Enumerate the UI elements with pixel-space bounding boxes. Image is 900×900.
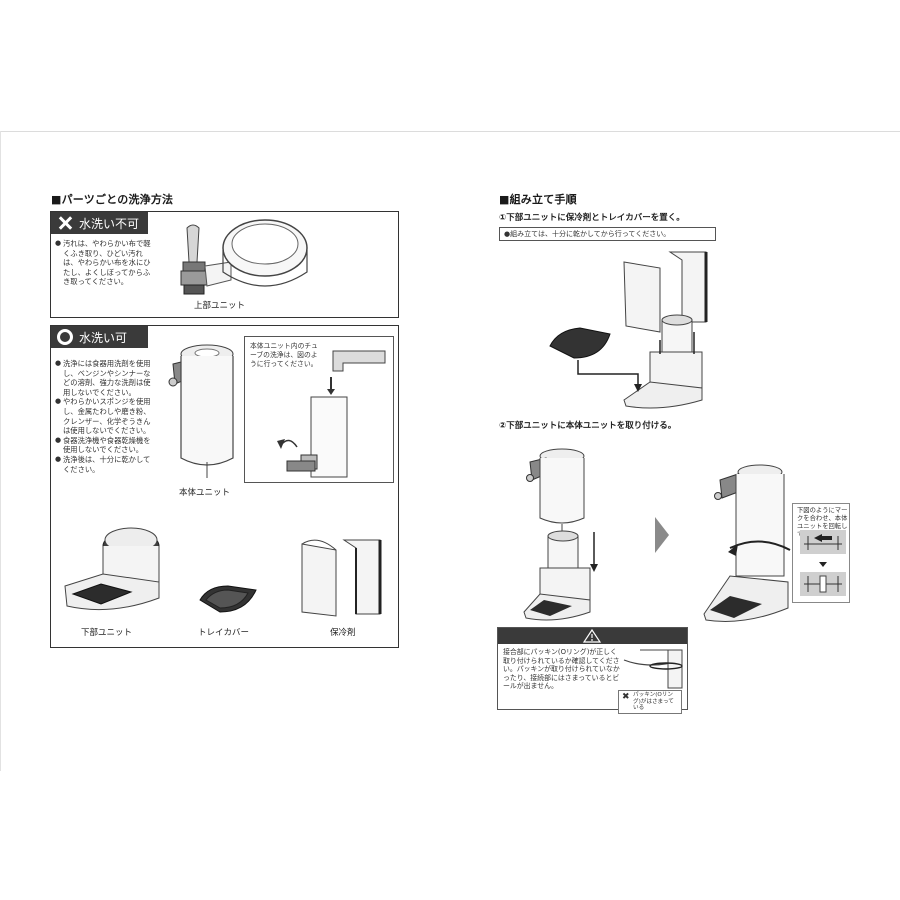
cross-icon: ✖ xyxy=(622,692,630,702)
upper-unit-illustration xyxy=(180,219,308,295)
washable-notes: 洗浄には食器用洗剤を使用し、ベンジンやシンナーなどの溶剤、強力な洗剤は使用しない… xyxy=(55,359,151,474)
coolant-label: 保冷剤 xyxy=(330,628,356,638)
no-wash-note: 汚れは、やわらかい布で軽くふき取り、ひどい汚れは、やわらかい布を水にひたし、よく… xyxy=(55,239,151,287)
cross-icon xyxy=(57,215,73,231)
assembly-heading: ■組み立て手順 xyxy=(499,193,577,206)
no-wash-box: 水洗い不可 汚れは、やわらかい布で軽くふき取り、ひどい汚れは、やわらかい布を水に… xyxy=(50,211,399,318)
upper-unit-label: 上部ユニット xyxy=(194,301,246,311)
warning-header xyxy=(498,628,687,644)
warning-triangle-icon xyxy=(582,628,602,643)
tray-cover-illustration xyxy=(199,585,257,613)
step2-before-illustration xyxy=(523,448,598,621)
main-unit-illustration xyxy=(168,344,234,478)
tube-cleaning-panel: 本体ユニット内のチューブの洗浄は、図のように行ってください。 xyxy=(244,336,394,483)
tray-cover-label: トレイカバー xyxy=(198,628,250,638)
warning-text: 接合部にパッキン(Oリング)が正しく取り付けられているか確認してください。パッキ… xyxy=(503,648,620,691)
main-unit-label: 本体ユニット xyxy=(179,488,231,498)
page-left-rule xyxy=(0,131,1,771)
page-frame xyxy=(0,131,900,771)
lower-unit-illustration xyxy=(64,527,160,611)
step2-after-illustration xyxy=(703,464,791,622)
coolant-halves-icon xyxy=(623,251,708,333)
step1-illustration xyxy=(549,251,708,409)
coolant-illustration xyxy=(301,539,382,617)
lower-unit-icon xyxy=(623,314,703,409)
circle-icon xyxy=(57,329,73,345)
next-step-arrow-icon xyxy=(655,517,669,553)
washable-header: 水洗い可 xyxy=(51,326,148,348)
alignment-marks-illustration xyxy=(800,530,846,596)
bad-example-label: ✖ パッキン(Oリング)がはさまっている xyxy=(618,690,682,714)
warning-box: 接合部にパッキン(Oリング)が正しく取り付けられているか確認してください。パッキ… xyxy=(497,627,688,714)
tray-cover-icon xyxy=(549,327,611,359)
no-wash-notes: 汚れは、やわらかい布で軽くふき取り、ひどい汚れは、やわらかい布を水にひたし、よく… xyxy=(55,239,151,287)
no-wash-header: 水洗い不可 xyxy=(51,212,148,234)
washable-box: 水洗い可 洗浄には食器用洗剤を使用し、ベンジンやシンナーなどの溶剤、強力な洗剤は… xyxy=(50,325,399,648)
washable-note: 洗浄には食器用洗剤を使用し、ベンジンやシンナーなどの溶剤、強力な洗剤は使用しない… xyxy=(55,359,151,397)
arrow-icon xyxy=(577,332,695,386)
washable-note: やわらかいスポンジを使用し、金属たわしや磨き粉、クレンザー、化学ぞうきんは使用し… xyxy=(55,397,151,435)
step1-text: ①下部ユニットに保冷剤とトレイカバーを置く。 xyxy=(499,213,685,223)
packing-illustration xyxy=(623,649,683,689)
cleaning-heading: ■パーツごとの洗浄方法 xyxy=(51,193,174,206)
upper-ring-icon xyxy=(204,219,308,287)
bad-example-text: パッキン(Oリング)がはさまっている xyxy=(633,692,674,711)
washable-note: 洗浄後は、十分に乾かしてください。 xyxy=(55,455,151,474)
washable-title: 水洗い可 xyxy=(79,330,128,345)
washable-note: 食器洗浄機や食器乾燥機を使用しないでください。 xyxy=(55,436,151,455)
tap-lever-icon xyxy=(180,224,208,295)
no-wash-title: 水洗い不可 xyxy=(79,216,140,231)
lower-unit-label: 下部ユニット xyxy=(81,628,133,638)
step2-text: ②下部ユニットに本体ユニットを取り付ける。 xyxy=(499,421,677,431)
tube-note: 本体ユニット内のチューブの洗浄は、図のように行ってください。 xyxy=(250,342,318,368)
tube-cleaning-illustration xyxy=(277,350,386,478)
step1-tip: ●組み立ては、十分に乾かしてから行ってください。 xyxy=(499,227,716,241)
